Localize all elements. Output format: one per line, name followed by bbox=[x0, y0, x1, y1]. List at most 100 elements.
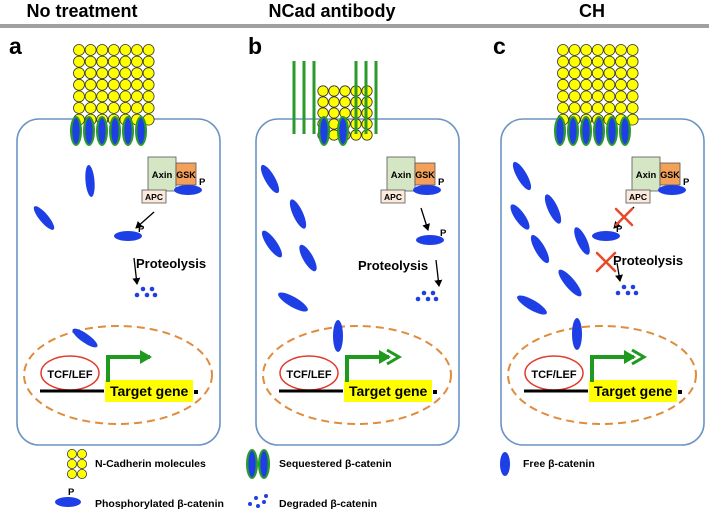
axin-label: Axin bbox=[636, 170, 657, 181]
n-cadherin-icon bbox=[568, 55, 581, 68]
n-cadherin-icon bbox=[107, 78, 120, 91]
n-cadherin-icon bbox=[107, 67, 120, 80]
header-ch: CH bbox=[579, 1, 605, 21]
n-cadherin-icon bbox=[557, 90, 569, 103]
n-cadherin-icon bbox=[131, 90, 143, 103]
nucleus bbox=[507, 325, 697, 425]
n-cadherin-icon bbox=[84, 90, 97, 103]
n-cadherin-icon bbox=[591, 78, 604, 91]
n-cadherin-icon bbox=[603, 67, 616, 80]
target-gene-box bbox=[105, 380, 193, 402]
sequestered-catenin-icon-core bbox=[621, 118, 629, 144]
n-cadherin-icon bbox=[77, 468, 88, 479]
gsk-box bbox=[175, 162, 197, 186]
free-catenin-icon bbox=[72, 328, 98, 348]
n-cadherin-icon bbox=[142, 90, 155, 103]
apc-label: APC bbox=[384, 192, 402, 202]
n-cadherin-icon bbox=[603, 102, 616, 114]
legend-ncadherin-label: N-Cadherin molecules bbox=[95, 458, 206, 470]
n-cadherin-icon bbox=[317, 85, 329, 97]
sequestered-catenin-icon-core bbox=[320, 118, 328, 144]
gsk-label: GSK bbox=[176, 170, 196, 180]
n-cadherin-cluster bbox=[557, 44, 639, 126]
n-cadherin-cluster bbox=[292, 61, 378, 141]
target-gene-box bbox=[344, 380, 432, 402]
sequestered-catenin-icon-core bbox=[260, 451, 268, 477]
n-cadherin-icon bbox=[84, 102, 97, 114]
n-cadherin-icon bbox=[603, 78, 616, 91]
free-catenin-icon bbox=[517, 295, 547, 315]
proteolysis-label: Proteolysis bbox=[613, 253, 683, 268]
n-cadherin-icon bbox=[580, 55, 593, 68]
n-cadherin-icon bbox=[568, 44, 581, 56]
n-cadherin-icon bbox=[73, 90, 85, 103]
n-cadherin-icon bbox=[615, 55, 627, 68]
apc-box bbox=[380, 189, 406, 204]
n-cadherin-icon bbox=[557, 55, 569, 68]
n-cadherin-icon bbox=[626, 90, 639, 103]
n-cadherin-icon bbox=[557, 44, 569, 56]
phospho-p-label: P bbox=[616, 224, 623, 235]
n-cadherin-icon bbox=[557, 102, 569, 114]
n-cadherin-icon bbox=[591, 55, 604, 68]
n-cadherin-icon bbox=[119, 44, 132, 56]
free-catenin-icon bbox=[572, 318, 582, 350]
n-cadherin-icon bbox=[96, 102, 109, 114]
n-cadherin-icon bbox=[591, 67, 604, 80]
degraded-catenin-icon bbox=[630, 284, 636, 290]
n-cadherin-icon bbox=[591, 102, 604, 114]
axin-box bbox=[386, 156, 416, 192]
header-ncad-antibody: NCad antibody bbox=[268, 1, 395, 21]
phospho-p-label: P bbox=[438, 177, 445, 188]
n-cadherin-icon bbox=[131, 44, 143, 56]
sequestered-catenin-icon-core bbox=[582, 118, 590, 144]
n-cadherin-icon bbox=[568, 90, 581, 103]
n-cadherin-icon bbox=[626, 67, 639, 80]
arrow-to-degradation bbox=[615, 262, 623, 282]
target-gene-label: Target gene bbox=[110, 383, 189, 399]
free-catenin-icon bbox=[574, 227, 590, 255]
n-cadherin-icon bbox=[84, 44, 97, 56]
degraded-catenin-icon bbox=[256, 504, 260, 508]
gsk-box bbox=[414, 162, 436, 186]
proteolysis-label: Proteolysis bbox=[136, 256, 206, 271]
complex-bound-catenin-icon bbox=[174, 185, 202, 195]
n-cadherin-icon bbox=[328, 96, 340, 108]
phospho-p-label: P bbox=[440, 228, 447, 239]
n-cadherin-icon bbox=[568, 67, 581, 80]
n-cadherin-icon bbox=[107, 90, 120, 103]
free-catenin-icon bbox=[299, 244, 317, 272]
n-cadherin-icon bbox=[615, 102, 627, 114]
header-divider bbox=[0, 24, 709, 28]
sequestered-catenin-icon-core bbox=[556, 118, 564, 144]
nucleus bbox=[23, 325, 213, 425]
n-cadherin-icon bbox=[615, 67, 627, 80]
gsk-box bbox=[659, 162, 681, 186]
n-cadherin-icon bbox=[626, 55, 639, 68]
n-cadherin-icon bbox=[328, 107, 340, 119]
degraded-catenin-icon bbox=[425, 296, 431, 302]
sequestered-catenin-icon-core bbox=[98, 118, 106, 144]
n-cadherin-icon bbox=[73, 44, 85, 56]
sequestered-catenin-icon-core bbox=[72, 118, 80, 144]
n-cadherin-icon bbox=[119, 90, 132, 103]
tcf-lef-label: TCF/LEF bbox=[47, 369, 92, 381]
free-catenin-icon bbox=[278, 292, 308, 312]
phospho-p-label: P bbox=[138, 224, 145, 235]
free-catenin-icon bbox=[530, 234, 550, 264]
gene-end-mark bbox=[433, 390, 437, 394]
n-cadherin-icon bbox=[591, 44, 604, 56]
n-cadherin-icon bbox=[84, 55, 97, 68]
gsk-label: GSK bbox=[415, 170, 435, 180]
n-cadherin-icon bbox=[131, 78, 143, 91]
transcription-arrow bbox=[345, 350, 391, 382]
phosphorylated-catenin-icon bbox=[55, 497, 81, 507]
n-cadherin-icon bbox=[626, 78, 639, 91]
n-cadherin-icon bbox=[580, 78, 593, 91]
free-catenin-icon bbox=[500, 452, 510, 476]
n-cadherin-icon bbox=[96, 55, 109, 68]
n-cadherin-icon bbox=[339, 96, 351, 108]
target-gene-label: Target gene bbox=[594, 383, 673, 399]
